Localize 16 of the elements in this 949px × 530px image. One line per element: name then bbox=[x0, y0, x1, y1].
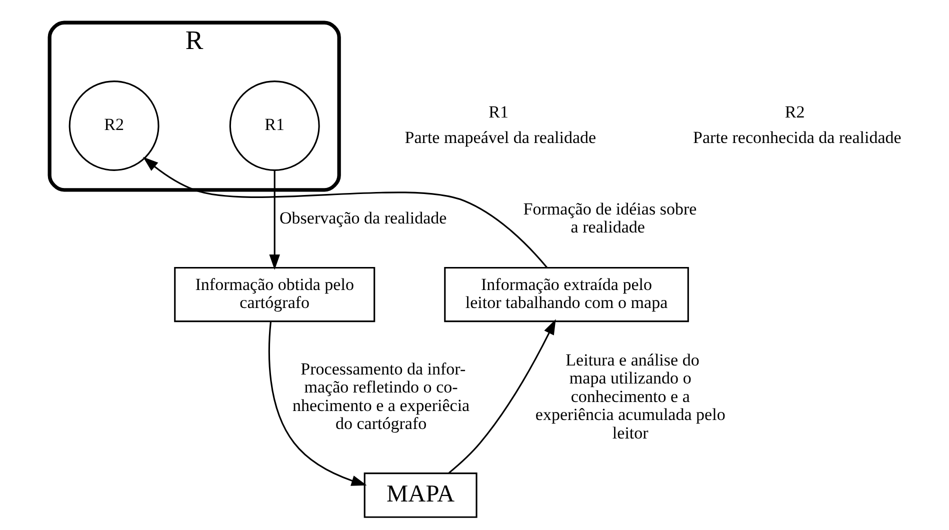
node-box: MAPA bbox=[363, 472, 477, 518]
label: R2 bbox=[784, 102, 804, 122]
label: R1 bbox=[488, 102, 508, 122]
arrow bbox=[448, 319, 556, 474]
node-box: Informação extraída pelo leitor tabalhando com o mapa bbox=[444, 266, 688, 322]
arrow bbox=[268, 170, 280, 270]
edge-label: Leitura e análise do mapa utilizando o conhecimento e a experiência acumulada pelo leitor bbox=[534, 350, 725, 442]
arrow bbox=[142, 156, 548, 268]
label: Parte reconhecida da realidade bbox=[692, 128, 901, 148]
edge-label: Formação de idéias sobre a realidade bbox=[522, 199, 696, 237]
edge-label: Observação da realidade bbox=[278, 208, 446, 228]
label: Parte mapeável da realidade bbox=[404, 128, 596, 148]
arrow bbox=[268, 322, 366, 486]
node-circle: R1 bbox=[228, 80, 320, 171]
node-box: Informação obtida pelo cartógrafo bbox=[174, 266, 375, 322]
edge-label: Processamento da infor- mação refletindo o co- nhecimento e a experiêcia do cartógrafo bbox=[292, 359, 470, 434]
